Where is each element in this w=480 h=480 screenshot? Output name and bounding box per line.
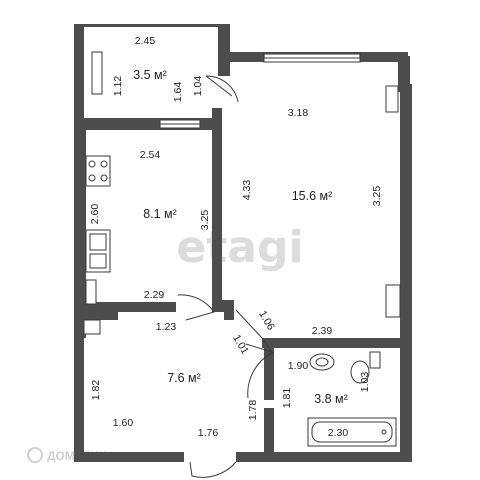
hall-labels: 1.23 1.01 7.6 м² 1.82 1.60 1.76 1.78	[90, 321, 259, 439]
living-height-right: 3.25	[371, 186, 383, 207]
bath-area: 3.8 м²	[314, 392, 348, 406]
kitchen-area: 8.1 м²	[143, 207, 177, 221]
hall-bottom-left: 1.60	[113, 417, 134, 429]
balcony-labels: 2.45 3.5 м² 1.12 1.64 1.04	[112, 35, 204, 102]
balcony-side-mid: 1.64	[172, 82, 184, 103]
hall-bottom-right: 1.76	[198, 427, 219, 439]
kitchen-labels: 2.54 8.1 м² 2.60 3.25 2.29	[89, 149, 211, 301]
balcony-area: 3.5 м²	[133, 68, 167, 82]
bath-height-right: 1.03	[359, 372, 371, 393]
kitchen-bottom-width: 2.29	[144, 289, 165, 301]
living-area: 15.6 м²	[292, 189, 333, 203]
closet-box	[83, 319, 101, 335]
bath-labels: 1.90 3.8 м² 1.81 1.03 2.30	[281, 360, 371, 439]
bath-top-width: 1.90	[288, 360, 309, 372]
living-height-left: 4.33	[241, 180, 253, 201]
kitchen-width: 2.54	[140, 149, 161, 161]
balcony-width: 2.45	[135, 35, 156, 47]
hall-top-width: 1.23	[156, 321, 177, 333]
kitchen-height-left: 2.60	[89, 204, 101, 225]
balcony-side-left: 1.12	[112, 76, 124, 97]
kitchen-sink	[85, 229, 111, 273]
kitchen-height-right: 3.25	[199, 210, 211, 231]
toilet	[350, 351, 381, 384]
kitchen-stove	[85, 155, 111, 187]
bathtub	[307, 417, 397, 447]
balcony-side-right: 1.04	[192, 76, 204, 97]
bath-height-left: 1.81	[281, 388, 293, 409]
hall-height-right: 1.78	[247, 400, 259, 421]
living-door-diag: 1.06	[256, 309, 277, 333]
living-width: 3.18	[288, 107, 309, 119]
living-labels: 3.18 15.6 м² 4.33 3.25 2.39 1.06	[241, 107, 383, 337]
hall-height-left: 1.82	[90, 380, 102, 401]
tub-length: 2.30	[328, 427, 349, 439]
doors	[177, 75, 275, 478]
hall-area: 7.6 м²	[167, 371, 201, 385]
living-bottom-width: 2.39	[312, 325, 333, 337]
watermark-etagi: etagi	[176, 222, 303, 273]
windows	[85, 51, 401, 318]
bath-sink	[309, 353, 335, 371]
hall-diag: 1.01	[230, 333, 251, 357]
